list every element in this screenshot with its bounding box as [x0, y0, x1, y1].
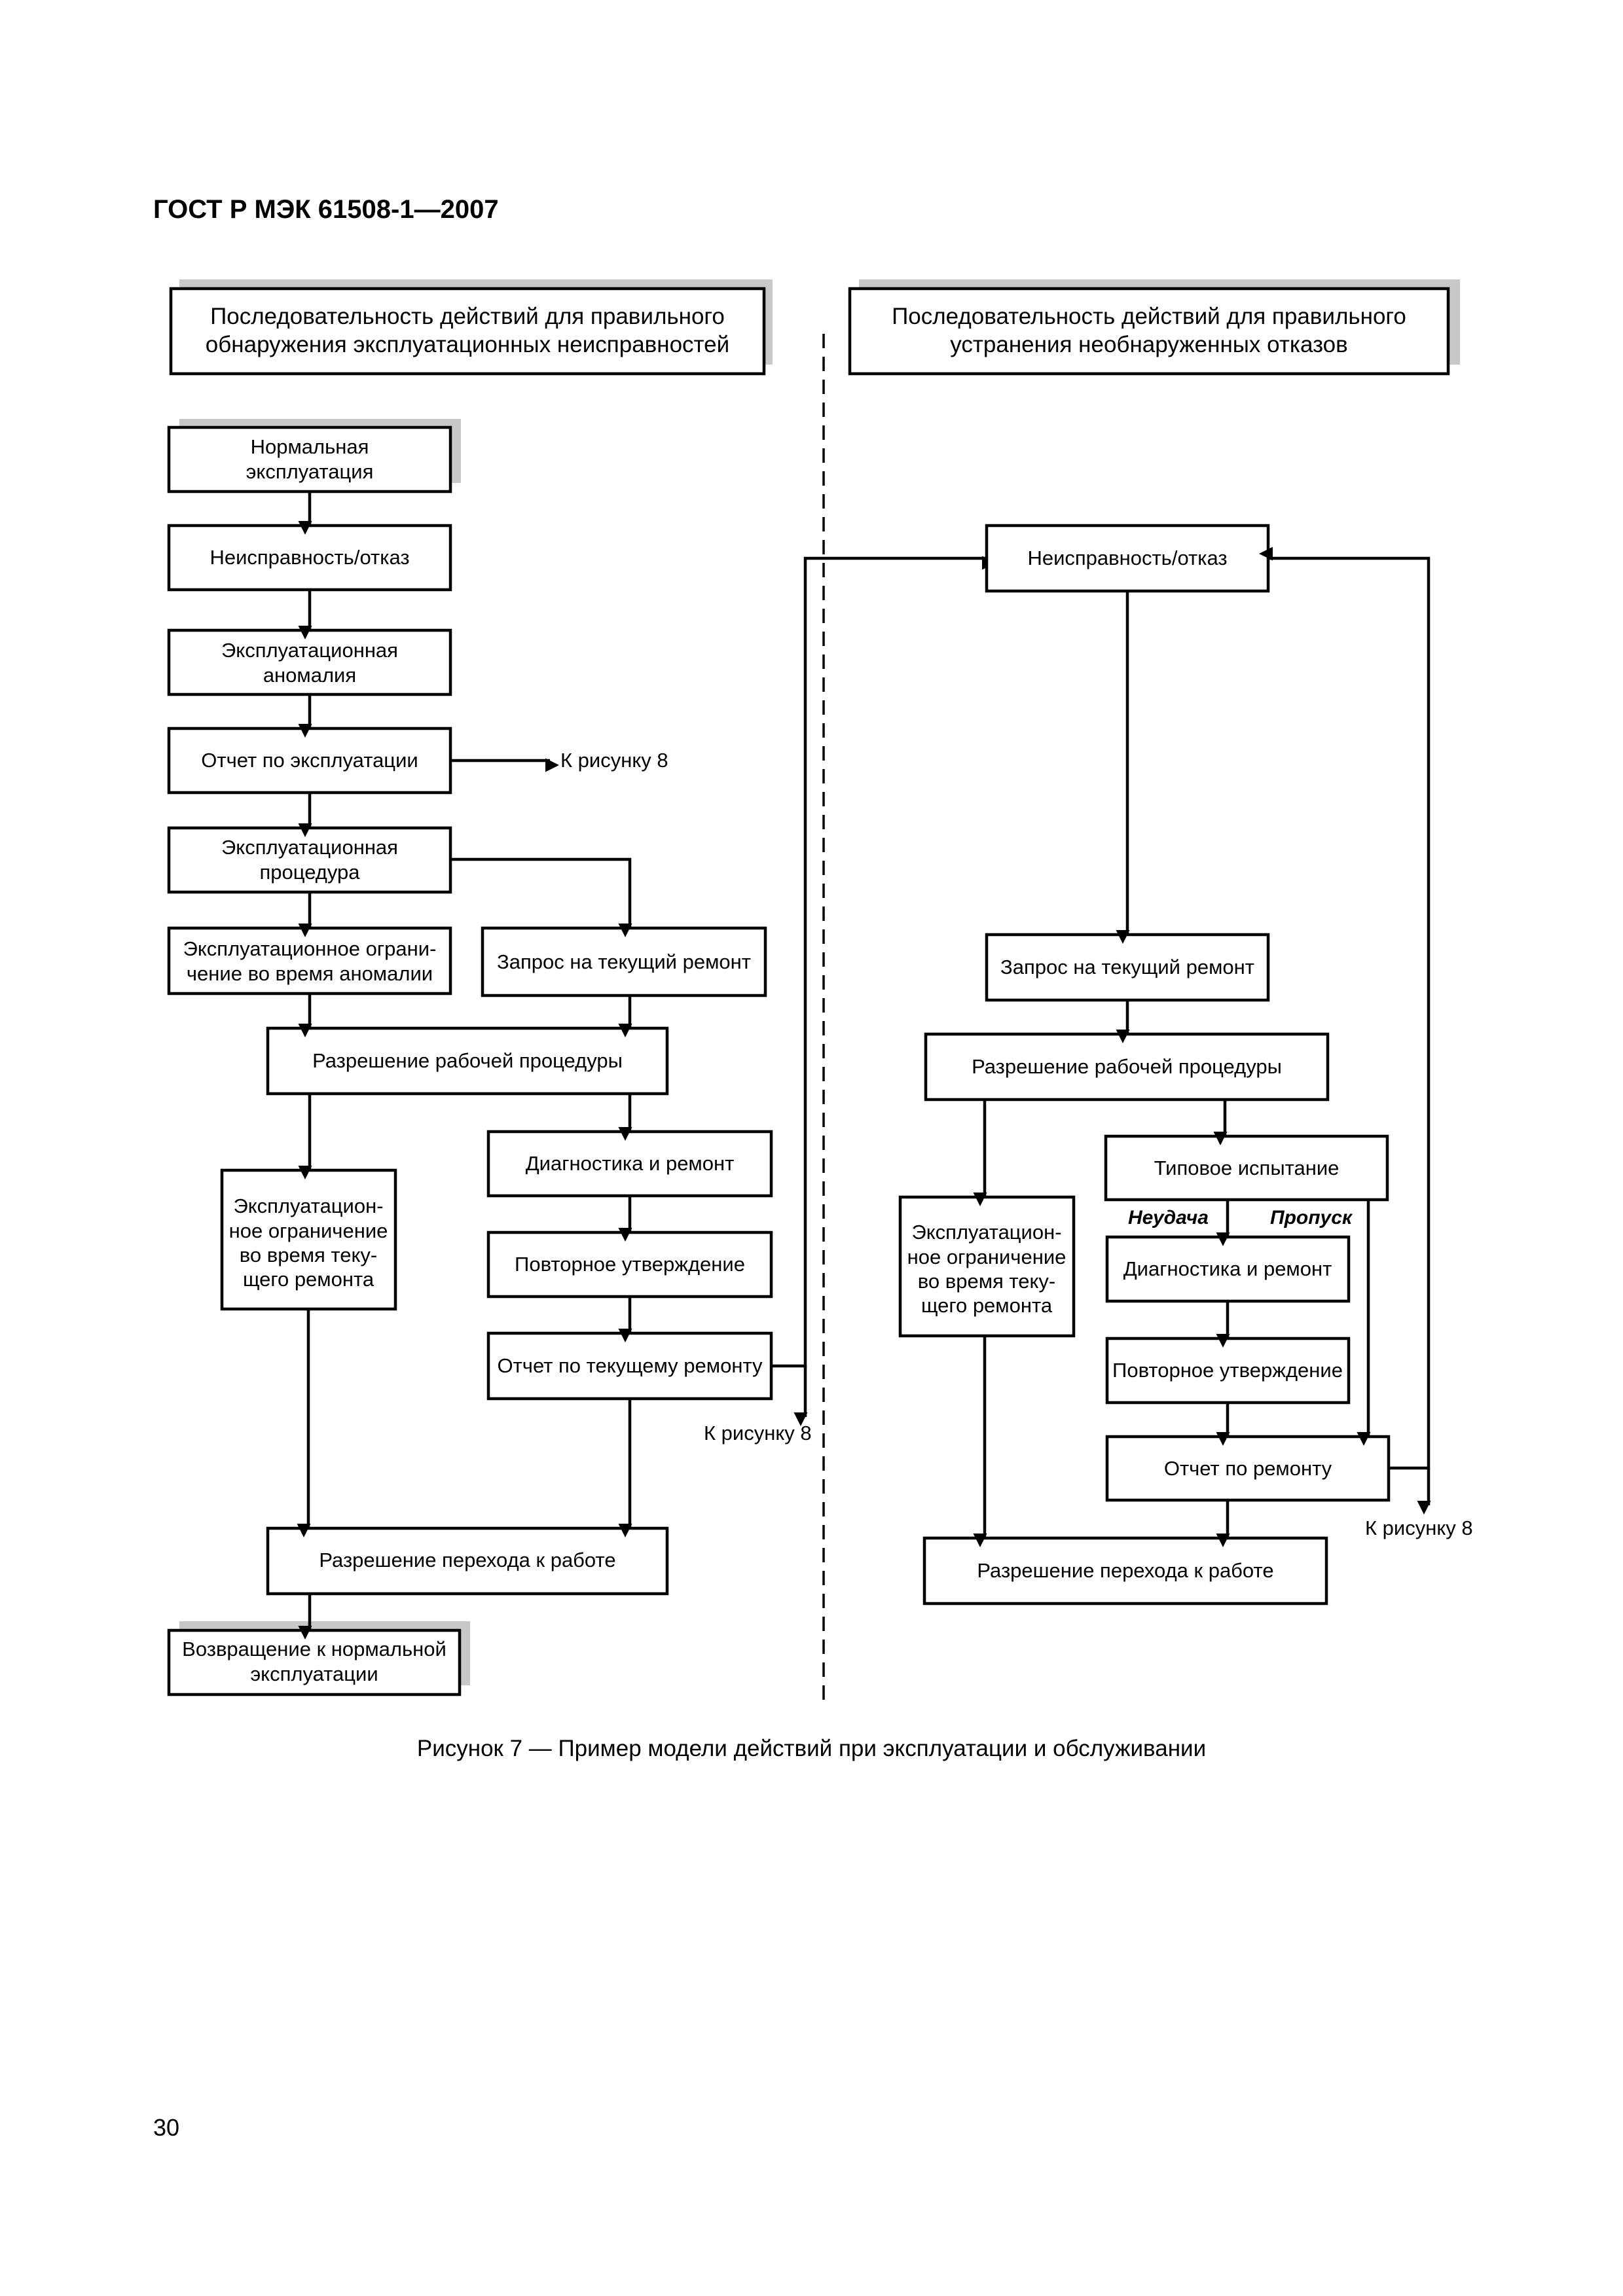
svg-text:эксплуатации: эксплуатации	[250, 1662, 378, 1685]
svg-text:Эксплуатационная: Эксплуатационная	[221, 639, 398, 662]
right-connectors	[973, 547, 1431, 1547]
ref-figure8-c: К рисунку 8	[1365, 1516, 1473, 1539]
svg-text:Эксплуатационная: Эксплуатационная	[221, 836, 398, 859]
label-pass: Пропуск	[1270, 1207, 1353, 1229]
svg-text:Повторное утверждение: Повторное утверждение	[1112, 1359, 1343, 1382]
svg-text:Типовое испытание: Типовое испытание	[1154, 1157, 1340, 1179]
node-restriction-repair-left: Эксплуатацион- ное ограничение во время …	[220, 1168, 397, 1311]
node-operational-procedure: Эксплуатационная процедура	[167, 826, 452, 894]
node-revalidation-right: Повторное утверждение	[1105, 1336, 1351, 1405]
node-diagnostics-left: Диагностика и ремонт	[486, 1130, 773, 1198]
svg-text:Отчет по ремонту: Отчет по ремонту	[1164, 1457, 1332, 1480]
svg-text:Отчет по текущему ремонту: Отчет по текущему ремонту	[498, 1354, 763, 1377]
node-fault-right: Неисправность/отказ	[985, 524, 1270, 593]
svg-text:Разрешение рабочей процедуры: Разрешение рабочей процедуры	[972, 1055, 1282, 1078]
svg-text:процедура: процедура	[260, 861, 361, 884]
svg-text:Возвращение к нормальной: Возвращение к нормальной	[182, 1638, 447, 1660]
right-title-box: Последовательность действий для правильн…	[848, 279, 1460, 376]
right-title-line-2: устранения необнаруженных отказов	[950, 332, 1348, 357]
left-title-line-1: Последовательность действий для правильн…	[210, 304, 725, 329]
label-fail: Неудача	[1128, 1207, 1209, 1229]
svg-text:чение во время аномалии: чение во время аномалии	[187, 962, 433, 985]
figure-caption: Рисунок 7 — Пример модели действий при э…	[416, 1736, 1207, 1761]
node-repair-request-right: Запрос на текущий ремонт	[985, 933, 1270, 1002]
node-normal-operation: Нормальная эксплуатация	[167, 419, 461, 493]
svg-text:Эксплуатацион-: Эксплуатацион-	[233, 1194, 383, 1217]
right-title-line-1: Последовательность действий для правильн…	[892, 304, 1406, 329]
document-header: ГОСТ Р МЭК 61508-1—2007	[153, 195, 499, 224]
svg-text:Повторное утверждение: Повторное утверждение	[515, 1253, 745, 1276]
svg-text:щего ремонта: щего ремонта	[921, 1294, 1053, 1317]
svg-text:Эксплуатацион-: Эксплуатацион-	[911, 1221, 1061, 1244]
svg-text:во время теку-: во время теку-	[918, 1270, 1055, 1293]
svg-text:Разрешение рабочей процедуры: Разрешение рабочей процедуры	[312, 1049, 623, 1072]
svg-text:Запрос на текущий ремонт: Запрос на текущий ремонт	[497, 950, 751, 973]
node-revalidation-left: Повторное утверждение	[486, 1230, 773, 1299]
svg-text:щего ремонта: щего ремонта	[243, 1268, 374, 1291]
node-work-permit-left: Разрешение рабочей процедуры	[266, 1026, 669, 1096]
svg-text:во время теку-: во время теку-	[240, 1244, 377, 1266]
svg-text:ное ограничение: ное ограничение	[907, 1246, 1067, 1268]
svg-text:Неисправность/отказ: Неисправность/отказ	[210, 546, 409, 569]
ref-figure8-a: К рисунку 8	[560, 749, 668, 772]
node-return-normal: Возвращение к нормальной эксплуатации	[167, 1621, 470, 1696]
left-title-line-2: обнаружения эксплуатационных неисправнос…	[206, 332, 729, 357]
node-return-permit-left: Разрешение перехода к работе	[266, 1526, 669, 1596]
ref-figure8-b: К рисунку 8	[704, 1422, 812, 1444]
svg-text:Неисправность/отказ: Неисправность/отказ	[1027, 547, 1227, 569]
node-work-permit-right: Разрешение рабочей процедуры	[924, 1032, 1330, 1102]
svg-text:ное ограничение: ное ограничение	[229, 1219, 388, 1242]
svg-text:Разрешение перехода к работе: Разрешение перехода к работе	[319, 1549, 615, 1571]
left-connectors	[297, 492, 996, 1640]
node-operation-report: Отчет по эксплуатации	[167, 726, 452, 795]
node-restriction-repair-right: Эксплуатацион- ное ограничение во время …	[898, 1195, 1076, 1338]
left-title-box: Последовательность действий для правильн…	[169, 279, 773, 376]
node-repair-report-right: Отчет по ремонту	[1105, 1435, 1391, 1502]
node-diagnostics-right: Диагностика и ремонт	[1105, 1235, 1351, 1303]
svg-text:аномалия: аномалия	[263, 664, 356, 687]
node-return-permit-right: Разрешение перехода к работе	[922, 1536, 1328, 1605]
svg-text:Диагностика и ремонт: Диагностика и ремонт	[1123, 1257, 1332, 1280]
node-repair-request-left: Запрос на текущий ремонт	[481, 926, 767, 997]
node-operational-anomaly: Эксплуатационная аномалия	[167, 628, 452, 696]
svg-text:Диагностика и ремонт: Диагностика и ремонт	[526, 1152, 735, 1175]
svg-text:Разрешение перехода к работе: Разрешение перехода к работе	[977, 1559, 1273, 1582]
svg-text:Отчет по эксплуатации: Отчет по эксплуатации	[201, 749, 418, 772]
svg-text:эксплуатация: эксплуатация	[246, 460, 374, 483]
svg-text:Нормальная: Нормальная	[251, 435, 369, 458]
node-fault-left: Неисправность/отказ	[167, 524, 452, 592]
svg-text:Эксплуатационное ограни-: Эксплуатационное ограни-	[183, 937, 437, 960]
page-number: 30	[153, 2114, 180, 2141]
node-type-test: Типовое испытание	[1104, 1134, 1389, 1202]
node-restriction-anomaly: Эксплуатационное ограни- чение во время …	[167, 926, 452, 996]
node-repair-report-left: Отчет по текущему ремонту	[486, 1331, 773, 1401]
svg-text:Запрос на текущий ремонт: Запрос на текущий ремонт	[1000, 956, 1254, 978]
